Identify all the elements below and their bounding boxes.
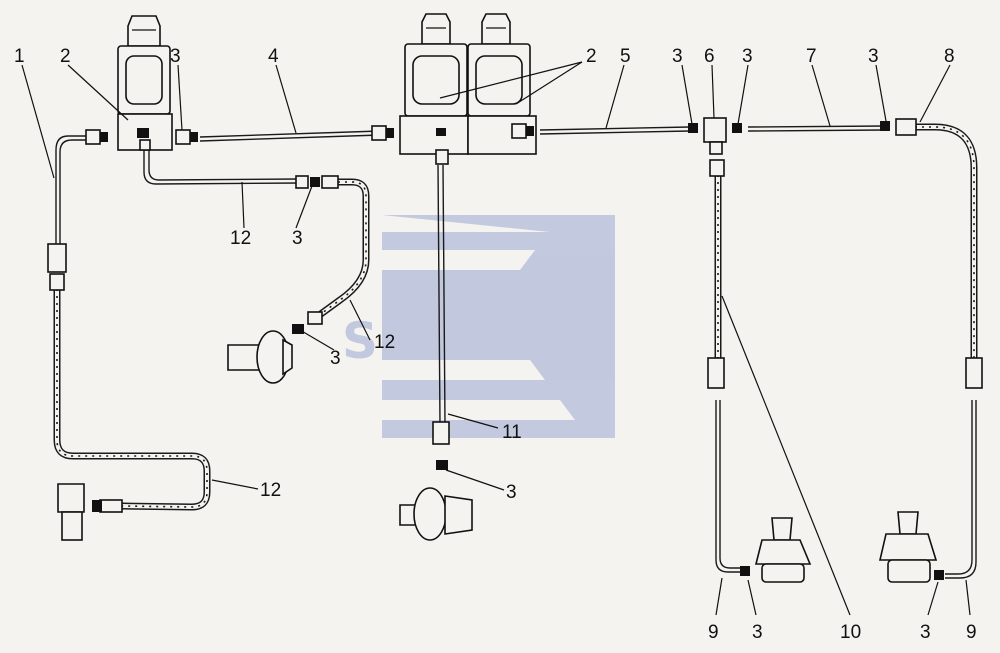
label-12b: 12 (374, 332, 395, 353)
label-5: 5 (620, 46, 631, 67)
air-cylinder (57, 483, 85, 541)
label-7: 7 (806, 46, 817, 67)
pipes (55, 125, 977, 579)
fittings (47, 117, 983, 580)
label-9a: 9 (708, 622, 719, 643)
label-3a: 3 (170, 46, 181, 67)
brake-chamber-left (227, 330, 293, 384)
watermark-text: SANTAL (342, 312, 583, 370)
hoses (53, 123, 978, 511)
label-3d: 3 (868, 46, 879, 67)
label-8: 8 (944, 46, 955, 67)
valve-double (399, 13, 537, 165)
label-9b: 9 (966, 622, 977, 643)
label-2b: 2 (586, 46, 597, 67)
label-3c: 3 (742, 46, 753, 67)
label-12c: 12 (260, 480, 281, 501)
watermark-logo: SANTAL (342, 215, 615, 438)
brake-chamber-right2 (878, 511, 938, 583)
label-12a: 12 (230, 228, 251, 249)
label-3h: 3 (752, 622, 763, 643)
leader-lines (21, 61, 971, 616)
label-6: 6 (704, 46, 715, 67)
brake-chamber-center (399, 487, 473, 541)
brake-chamber-right1 (754, 517, 812, 583)
label-1: 1 (14, 46, 25, 67)
label-3i: 3 (920, 622, 931, 643)
label-3g: 3 (506, 482, 517, 503)
label-10: 10 (840, 622, 861, 643)
callout-labels: 1 2 3 4 2 5 3 6 3 7 3 8 12 3 12 3 11 12 … (14, 46, 977, 643)
label-3b: 3 (672, 46, 683, 67)
label-3e: 3 (292, 228, 303, 249)
valve-left (117, 15, 173, 151)
label-3f: 3 (330, 348, 341, 369)
label-4: 4 (268, 46, 279, 67)
label-2a: 2 (60, 46, 71, 67)
label-11: 11 (502, 422, 522, 443)
